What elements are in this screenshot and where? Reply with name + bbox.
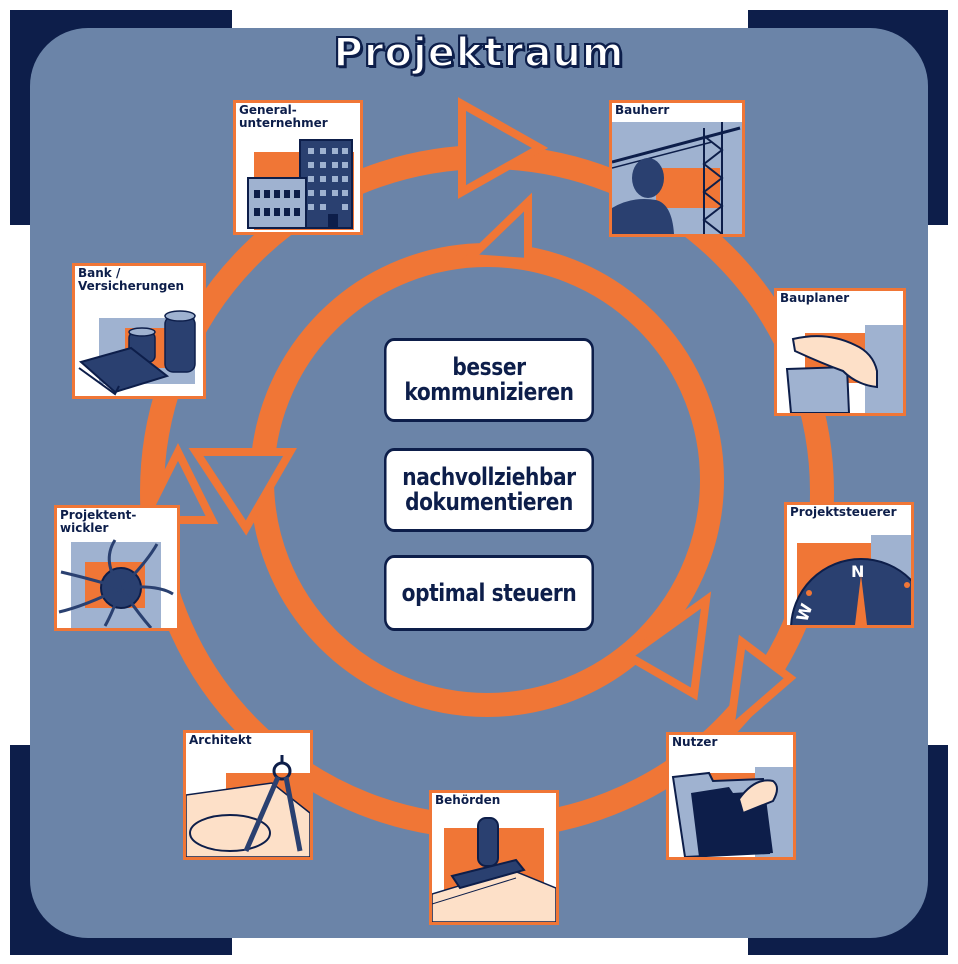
node-projektsteuerer: N W Projektsteuerer — [784, 502, 914, 628]
node-bauplaner: Bauplaner — [774, 288, 906, 416]
message-document: nachvollziehbar dokumentieren — [384, 448, 594, 532]
label-bauplaner: Bauplaner — [780, 291, 850, 305]
node-bauherr: Bauherr — [609, 100, 745, 237]
node-projektentwickler: Projektent- wickler — [54, 505, 180, 631]
node-nutzer: Nutzer — [666, 732, 796, 860]
crane-person-icon — [612, 122, 742, 234]
arrow-inner-right — [620, 591, 712, 701]
label-bank: Bank / Versicherungen — [78, 266, 185, 293]
folder-hand-icon — [669, 757, 793, 857]
drafting-compass-icon — [186, 753, 310, 857]
arrow-inner-left — [188, 448, 297, 536]
label-generalunternehmer: General- unternehmer — [239, 103, 328, 130]
node-architekt: Architekt — [183, 730, 313, 860]
label-nutzer: Nutzer — [672, 735, 718, 749]
stamp-icon — [432, 814, 556, 922]
arrow-outer-right — [724, 634, 797, 740]
label-bauherr: Bauherr — [615, 103, 670, 117]
node-behoerden: Behörden — [429, 790, 559, 925]
label-architekt: Architekt — [189, 733, 252, 747]
compass-dial-icon: N W — [787, 525, 911, 625]
svg-text:W: W — [792, 601, 816, 624]
label-behoerden: Behörden — [435, 793, 501, 807]
buildings-icon — [236, 132, 360, 232]
distribution-hub-icon — [57, 532, 177, 628]
svg-text:N: N — [851, 562, 864, 581]
label-projektsteuerer: Projektsteuerer — [790, 505, 897, 519]
arrow-outer-top — [458, 97, 549, 199]
arrow-inner-top — [460, 192, 532, 267]
node-generalunternehmer: General- unternehmer — [233, 100, 363, 235]
page-title: Projektraum — [333, 29, 625, 77]
label-projektentwickler: Projektent- wickler — [60, 508, 137, 535]
money-coins-icon — [75, 296, 203, 396]
message-control: optimal steuern — [384, 555, 594, 631]
node-bank: Bank / Versicherungen — [72, 263, 206, 399]
pointing-hand-icon — [777, 309, 903, 413]
message-communicate: besser kommunizieren — [384, 338, 594, 422]
